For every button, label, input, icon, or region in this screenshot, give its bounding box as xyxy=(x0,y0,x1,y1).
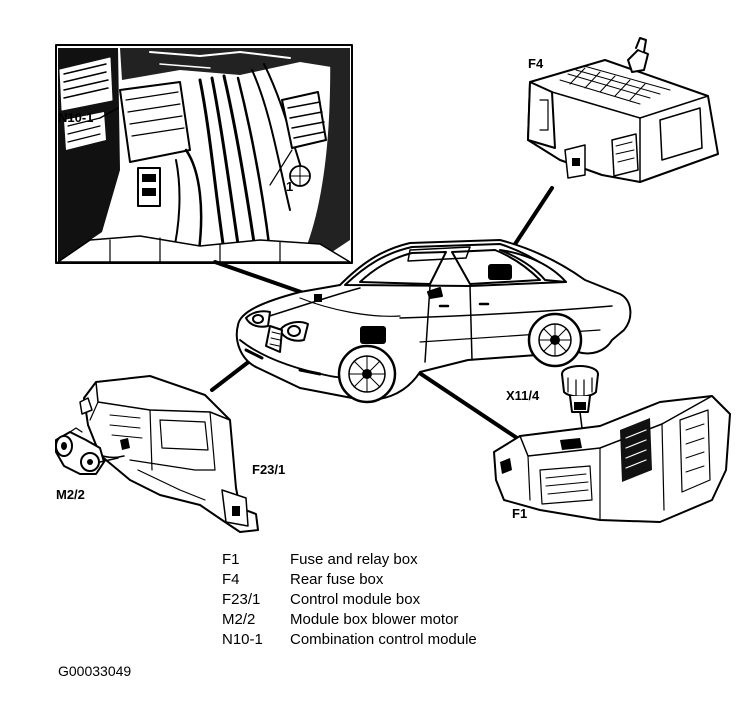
label-f23-1: F23/1 xyxy=(252,462,286,477)
legend-code: N10-1 xyxy=(222,631,263,648)
label-n10-1: N10-1 xyxy=(58,110,94,125)
f4-rear-fuse-box xyxy=(527,37,719,183)
f4-location-marker xyxy=(488,264,512,280)
legend-code: F23/1 xyxy=(222,591,261,608)
legend-row: N10-1 Combination control module xyxy=(222,630,477,650)
label-x11-4: X11/4 xyxy=(506,388,540,403)
legend-description: Rear fuse box xyxy=(290,571,384,588)
f1-fuse-and-relay-box xyxy=(493,395,731,523)
x11-4-connector xyxy=(561,365,599,429)
f23-1-control-module-box xyxy=(79,375,259,533)
legend-description: Module box blower motor xyxy=(290,611,459,628)
legend-row: F4 Rear fuse box xyxy=(222,570,477,590)
legend-description: Combination control module xyxy=(290,631,477,648)
legend-row: M2/2 Module box blower motor xyxy=(222,610,477,630)
component-legend: F1 Fuse and relay box F4 Rear fuse box F… xyxy=(222,550,477,650)
legend-code: F4 xyxy=(222,571,240,588)
engine-compartment-inset xyxy=(55,44,353,264)
label-f4: F4 xyxy=(528,56,544,71)
car-illustration xyxy=(235,239,632,404)
label-f1: F1 xyxy=(512,506,528,521)
f1-location-marker xyxy=(360,326,386,344)
legend-row: F23/1 Control module box xyxy=(222,590,477,610)
legend-description: Control module box xyxy=(290,591,421,608)
n10-1-location-marker xyxy=(314,294,322,302)
figure-id: G00033049 xyxy=(58,663,132,679)
legend-code: M2/2 xyxy=(222,611,256,628)
legend-code: F1 xyxy=(222,551,240,568)
label-part-1: 1 xyxy=(286,179,294,194)
legend-row: F1 Fuse and relay box xyxy=(222,550,477,570)
m2-2-blower-motor xyxy=(55,427,119,475)
legend-description: Fuse and relay box xyxy=(290,551,418,568)
label-m2-2: M2/2 xyxy=(56,487,85,502)
